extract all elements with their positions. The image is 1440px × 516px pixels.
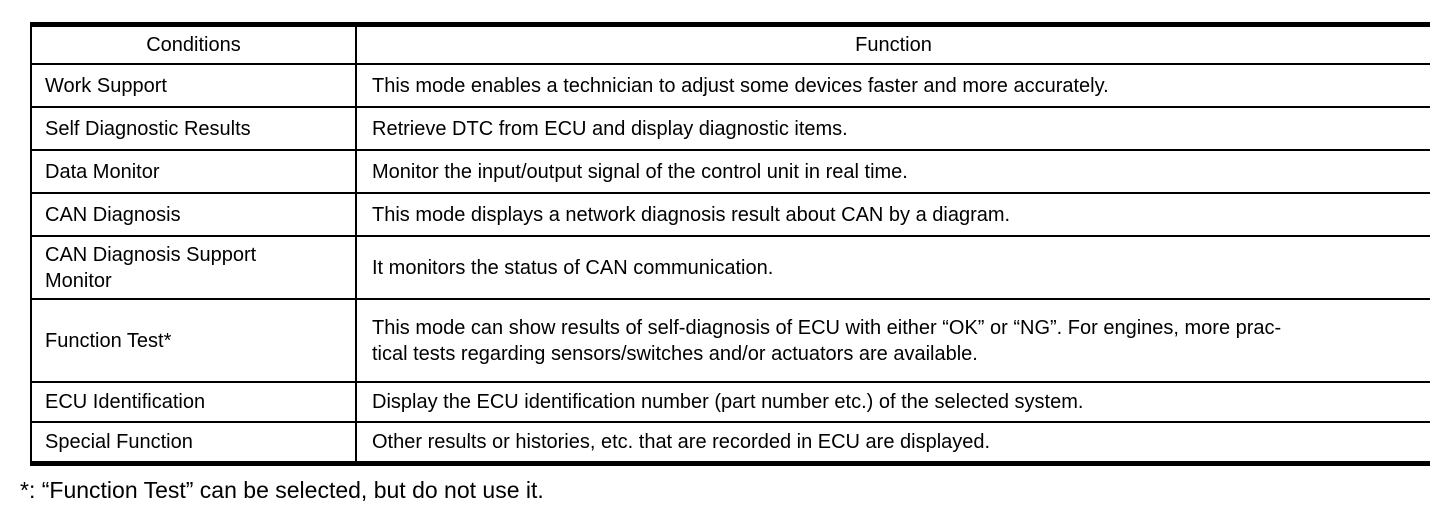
table-row: CAN Diagnosis Support Monitor It monitor… — [31, 235, 1430, 299]
function-cell: Monitor the input/output signal of the c… — [356, 149, 1430, 193]
condition-cell: CAN Diagnosis Support Monitor — [31, 235, 357, 299]
condition-cell: ECU Identification — [31, 381, 357, 422]
footnote: *: “Function Test” can be selected, but … — [20, 477, 544, 503]
table-row: Data Monitor Monitor the input/output si… — [31, 149, 1430, 193]
table-row: Special Function Other results or histor… — [31, 421, 1430, 463]
function-cell: This mode enables a technician to adjust… — [356, 63, 1430, 107]
function-cell: Display the ECU identification number (p… — [356, 381, 1430, 422]
column-header-function: Function — [855, 34, 932, 56]
diagnostic-modes-table: Conditions Function Work Support This mo… — [30, 22, 1430, 466]
function-cell: This mode can show results of self-diagn… — [356, 298, 1430, 382]
table-row: Self Diagnostic Results Retrieve DTC fro… — [31, 106, 1430, 150]
condition-cell: Data Monitor — [31, 149, 357, 193]
column-header-conditions: Conditions — [31, 24, 357, 64]
header-row: Conditions Function — [31, 24, 1430, 64]
table-row: ECU Identification Display the ECU ident… — [31, 381, 1430, 422]
table-row: Function Test* This mode can show result… — [31, 298, 1430, 382]
table-row: Work Support This mode enables a technic… — [31, 63, 1430, 107]
condition-cell: Special Function — [31, 421, 357, 463]
function-cell: Other results or histories, etc. that ar… — [356, 421, 1430, 463]
table-row: CAN Diagnosis This mode displays a netwo… — [31, 192, 1430, 236]
condition-cell: CAN Diagnosis — [31, 192, 357, 236]
condition-cell: Function Test* — [31, 298, 357, 382]
condition-cell: Work Support — [31, 63, 357, 107]
function-cell: It monitors the status of CAN communicat… — [356, 235, 1430, 299]
function-cell: Retrieve DTC from ECU and display diagno… — [356, 106, 1430, 150]
condition-cell: Self Diagnostic Results — [31, 106, 357, 150]
function-cell: This mode displays a network diagnosis r… — [356, 192, 1430, 236]
